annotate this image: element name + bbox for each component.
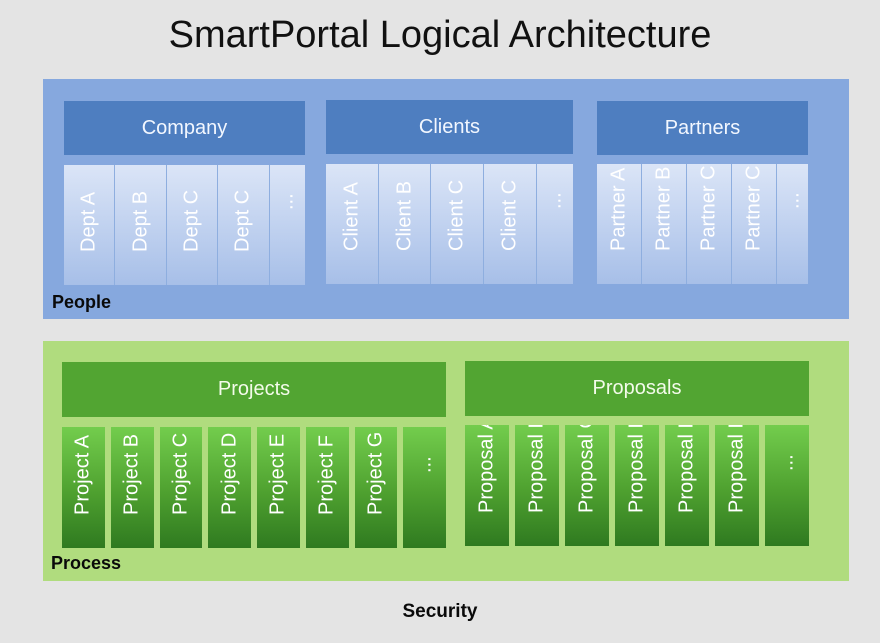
group-items: Client A Client B Client C Client C ... <box>326 164 573 284</box>
item-label: Project B <box>120 433 143 515</box>
group-proposals: Proposals Proposal A Proposal B Proposal… <box>465 361 809 546</box>
item-label: Project G <box>364 431 387 515</box>
item-column: Project E <box>257 427 300 548</box>
item-label: Client C <box>498 179 521 251</box>
item-column-more: ... <box>765 425 809 546</box>
item-column: Partner C <box>687 164 733 284</box>
item-label: Partner B <box>652 166 675 251</box>
item-column: Client A <box>326 164 379 284</box>
item-column: Dept C <box>166 165 219 285</box>
item-column-more: ... <box>269 165 305 285</box>
item-label: Dept C <box>231 189 254 252</box>
item-column-more: ... <box>536 164 573 284</box>
group-items: Proposal A Proposal B Proposal C Proposa… <box>465 425 809 546</box>
group-items: Dept A Dept B Dept C Dept C ... <box>64 165 305 285</box>
item-label: Partner C <box>697 165 720 251</box>
layer-label-security: Security <box>402 601 478 622</box>
more-label: ... <box>275 193 298 210</box>
group-header: Proposals <box>465 361 809 416</box>
item-column: Project B <box>110 427 154 548</box>
item-column: Proposal F <box>715 425 759 546</box>
item-label: Dept C <box>180 189 203 252</box>
item-column: Client C <box>431 164 485 284</box>
people-layer: Company Dept A Dept B Dept C Dept C ... … <box>43 79 849 319</box>
item-column: Proposal E <box>665 425 709 546</box>
item-label: Project E <box>266 433 289 515</box>
process-layer: Projects Project A Project B Project C P… <box>43 341 849 581</box>
group-partners: Partners Partner A Partner B Partner C P… <box>597 101 809 284</box>
layer-label-people: People <box>52 292 112 312</box>
item-column: Proposal D <box>615 425 659 546</box>
group-items: Project A Project B Project C Project D … <box>62 427 446 548</box>
item-label: Project F <box>315 434 338 515</box>
item-column: Partner B <box>642 164 688 284</box>
item-column: Project G <box>354 427 398 548</box>
more-label: ... <box>543 192 566 209</box>
item-label: Partner C <box>742 165 765 251</box>
item-column: Dept B <box>115 165 167 285</box>
item-column: Dept A <box>64 165 116 285</box>
group-projects: Projects Project A Project B Project C P… <box>62 362 446 548</box>
group-company: Company Dept A Dept B Dept C Dept C ... <box>64 101 305 285</box>
item-column: Proposal A <box>465 425 509 546</box>
item-label: Partner A <box>607 167 630 251</box>
item-column: Proposal C <box>565 425 609 546</box>
item-column: Project F <box>305 427 349 548</box>
group-clients: Clients Client A Client B Client C Clien… <box>326 100 573 284</box>
item-label: Dept B <box>129 190 152 252</box>
item-label: Project C <box>169 432 192 515</box>
item-label: Proposal E <box>675 425 698 513</box>
item-label: Proposal B <box>525 425 548 513</box>
group-header: Company <box>64 101 305 155</box>
group-header: Clients <box>326 100 573 154</box>
layer-label-process: Process <box>51 553 122 573</box>
group-items: Partner A Partner B Partner C Partner C … <box>597 164 809 284</box>
item-column: Partner A <box>597 164 643 284</box>
item-label: Proposal F <box>725 425 748 513</box>
item-column: Project D <box>208 427 251 548</box>
more-label: ... <box>781 192 804 209</box>
item-column: Partner C <box>732 164 778 284</box>
group-header: Partners <box>597 101 808 155</box>
diagram-title: SmartPortal Logical Architecture <box>168 14 712 56</box>
item-label: Project D <box>218 432 241 515</box>
item-column: Client C <box>484 164 537 284</box>
item-label: Proposal C <box>575 425 598 513</box>
item-column: Project C <box>159 427 203 548</box>
more-label: ... <box>775 454 798 471</box>
item-column-more: ... <box>403 427 446 548</box>
item-label: Project A <box>71 434 94 515</box>
item-column: Client B <box>378 164 432 284</box>
item-column: Project A <box>62 427 105 548</box>
group-header: Projects <box>62 362 446 417</box>
item-column: Dept C <box>218 165 270 285</box>
item-label: Client A <box>340 182 363 251</box>
item-label: Dept A <box>77 191 100 252</box>
item-label: Proposal A <box>475 425 498 513</box>
more-label: ... <box>413 456 436 473</box>
item-column-more: ... <box>777 164 809 284</box>
item-column: Proposal B <box>515 425 559 546</box>
item-label: Client B <box>393 180 416 251</box>
item-label: Proposal D <box>625 425 648 513</box>
item-label: Client C <box>445 179 468 251</box>
